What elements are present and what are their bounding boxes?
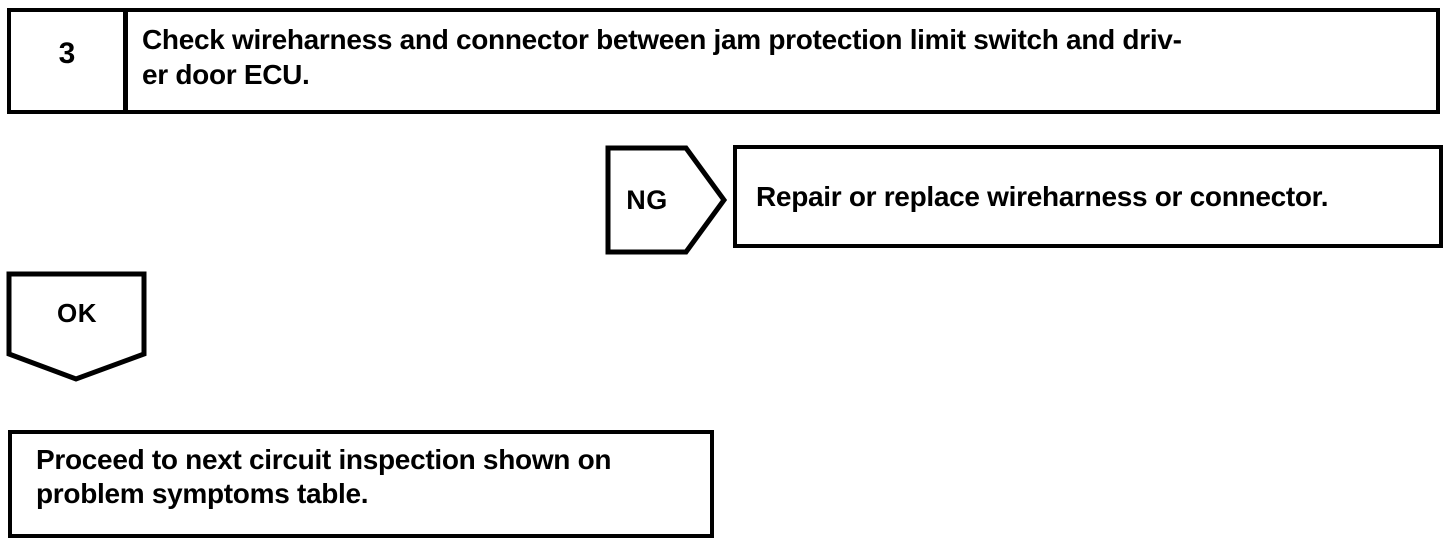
ng-tag: NG bbox=[605, 145, 727, 255]
step-instruction-line-1: Check wireharness and connector between … bbox=[142, 24, 1182, 55]
ok-action-box: Proceed to next circuit inspection shown… bbox=[8, 430, 714, 538]
ok-arrow-shape bbox=[6, 271, 147, 382]
step-box: 3 Check wireharness and connector betwee… bbox=[7, 8, 1440, 114]
ng-action-box: Repair or replace wireharness or connect… bbox=[733, 145, 1443, 248]
step-instruction: Check wireharness and connector between … bbox=[128, 12, 1436, 110]
step-instruction-line-2: er door ECU. bbox=[142, 59, 310, 90]
ok-tag: OK bbox=[6, 271, 148, 383]
ng-arrow-shape bbox=[605, 145, 727, 255]
ok-action-line-1: Proceed to next circuit inspection shown… bbox=[36, 444, 612, 475]
ng-action-text: Repair or replace wireharness or connect… bbox=[756, 180, 1329, 212]
ok-tag-label: OK bbox=[57, 297, 97, 328]
step-number: 3 bbox=[11, 12, 128, 110]
ng-tag-label: NG bbox=[626, 184, 668, 215]
ok-action-line-2: problem symptoms table. bbox=[36, 478, 369, 509]
